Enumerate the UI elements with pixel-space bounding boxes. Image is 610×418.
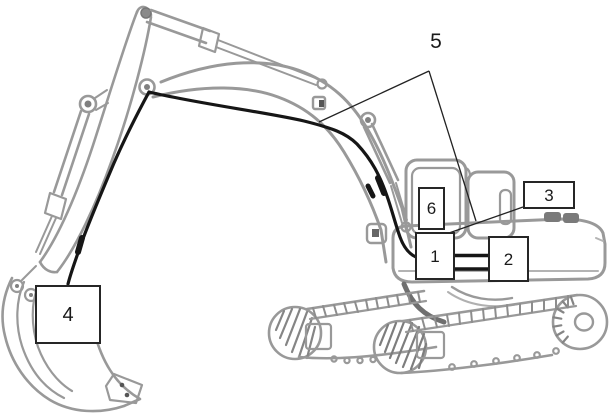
hood-vent-right [563, 213, 579, 223]
hose-stick-run [66, 90, 151, 286]
boom-plate [311, 95, 327, 111]
deck-fitting [365, 222, 388, 245]
leader-5-right [428, 70, 477, 222]
boom-cylinder [359, 111, 412, 233]
far-track [267, 289, 438, 365]
leader-3 [448, 206, 524, 234]
callout-box-4: 4 [35, 285, 101, 344]
bucket-tooth-plate [104, 372, 144, 405]
excavator-drawing [1, 5, 609, 413]
cab-slot-window [498, 188, 513, 226]
hose-clamp [365, 183, 376, 199]
callout-number: 6 [426, 199, 437, 218]
callout-number: 1 [430, 246, 440, 266]
hose-clamp [75, 235, 85, 255]
swing-frame [401, 281, 519, 325]
leader-5-left [318, 70, 430, 123]
hose-clamp [375, 175, 387, 196]
callout-box-6: 6 [418, 187, 445, 230]
callout-box-1: 1 [415, 232, 455, 280]
leader-lines [318, 70, 524, 234]
hood-vent-left [544, 212, 561, 222]
hydraulic-hose [66, 90, 492, 286]
stick-top-pivot [140, 7, 152, 19]
callout-number: 3 [544, 185, 554, 205]
callout-box-3: 3 [523, 181, 575, 209]
callout-label-5: 5 [430, 30, 442, 53]
cab [404, 158, 516, 240]
bucket-cylinder [35, 89, 109, 255]
callout-number: 4 [62, 303, 74, 326]
stick-cylinder [145, 8, 328, 90]
stick [38, 5, 156, 274]
callout-number: 2 [503, 249, 514, 269]
callout-box-2: 2 [488, 236, 529, 282]
boom [151, 61, 413, 264]
hose-boom-run [147, 90, 418, 259]
near-track [372, 293, 609, 375]
